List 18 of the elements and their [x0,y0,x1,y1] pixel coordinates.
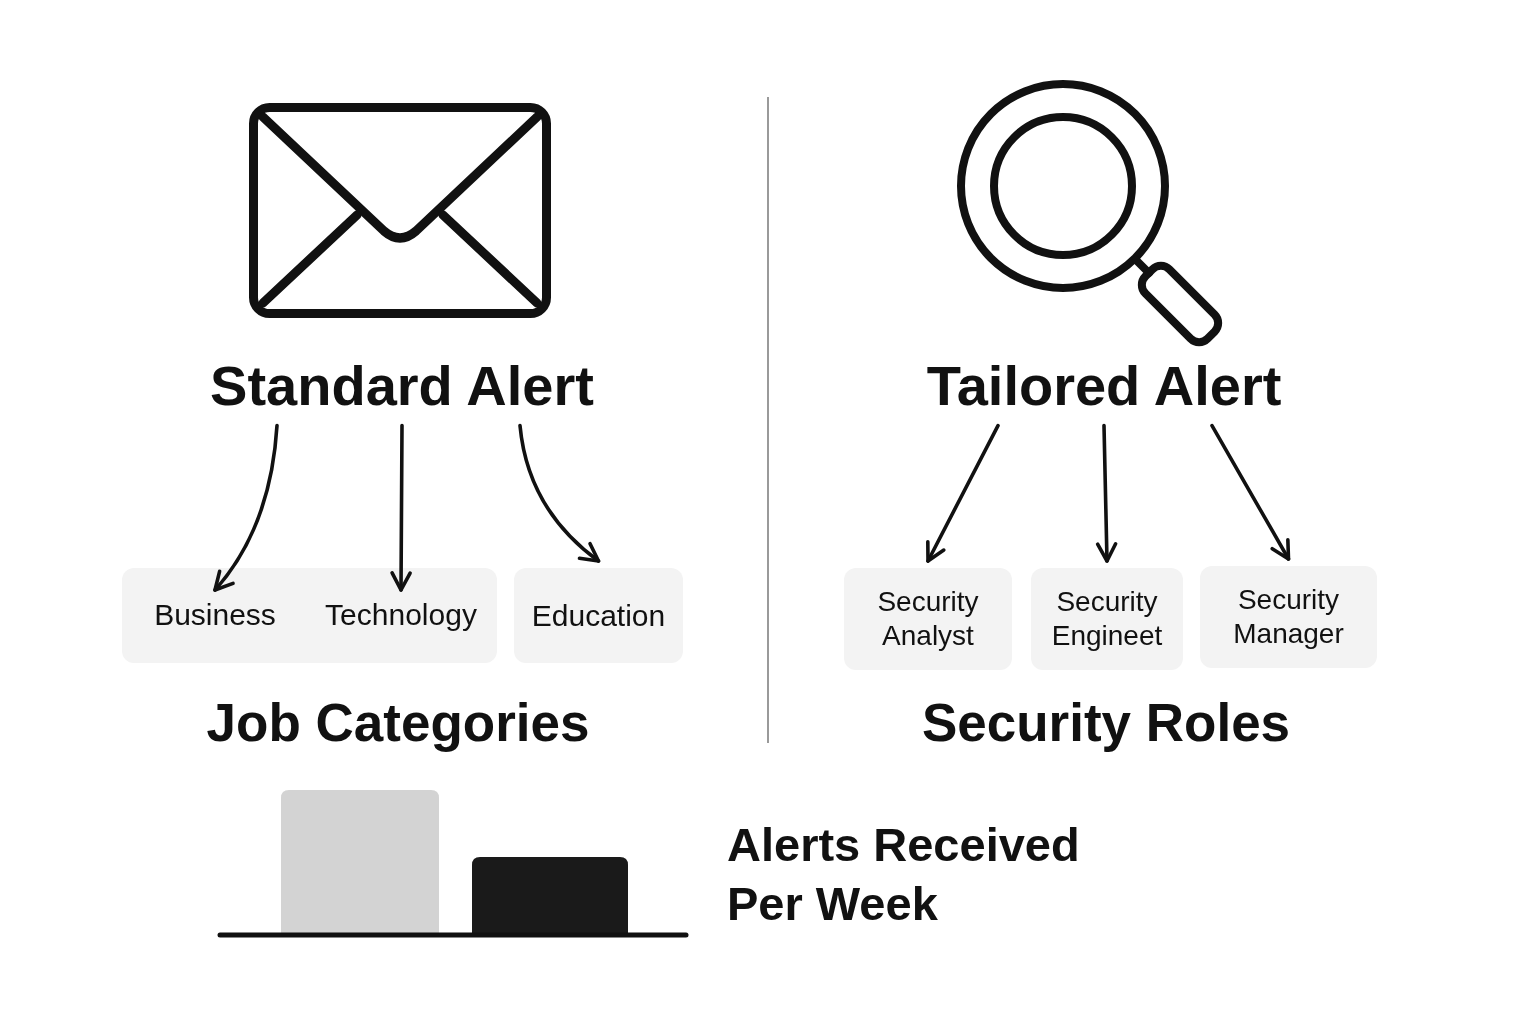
role-label: Security Manager [1232,583,1345,651]
group-caption: Security Roles [921,692,1291,754]
arrow [518,423,601,563]
arrow [926,423,1000,563]
alert-heading: Standard Alert [210,355,594,417]
arrow [213,423,279,592]
category-label: Technology [325,597,477,633]
alert-heading: Tailored Alert [926,355,1282,417]
role-label: Security Engineet [1050,585,1164,653]
arrow [1210,423,1291,561]
arrow [1095,423,1118,563]
chart-label: Alerts Received Per Week [727,817,1081,932]
category-label: Education [531,597,666,634]
arrow [390,423,412,592]
role-label: Security Analyst [876,585,980,653]
category-box [122,568,497,663]
category-label: Business [154,597,276,633]
group-caption: Job Categories [206,692,590,754]
